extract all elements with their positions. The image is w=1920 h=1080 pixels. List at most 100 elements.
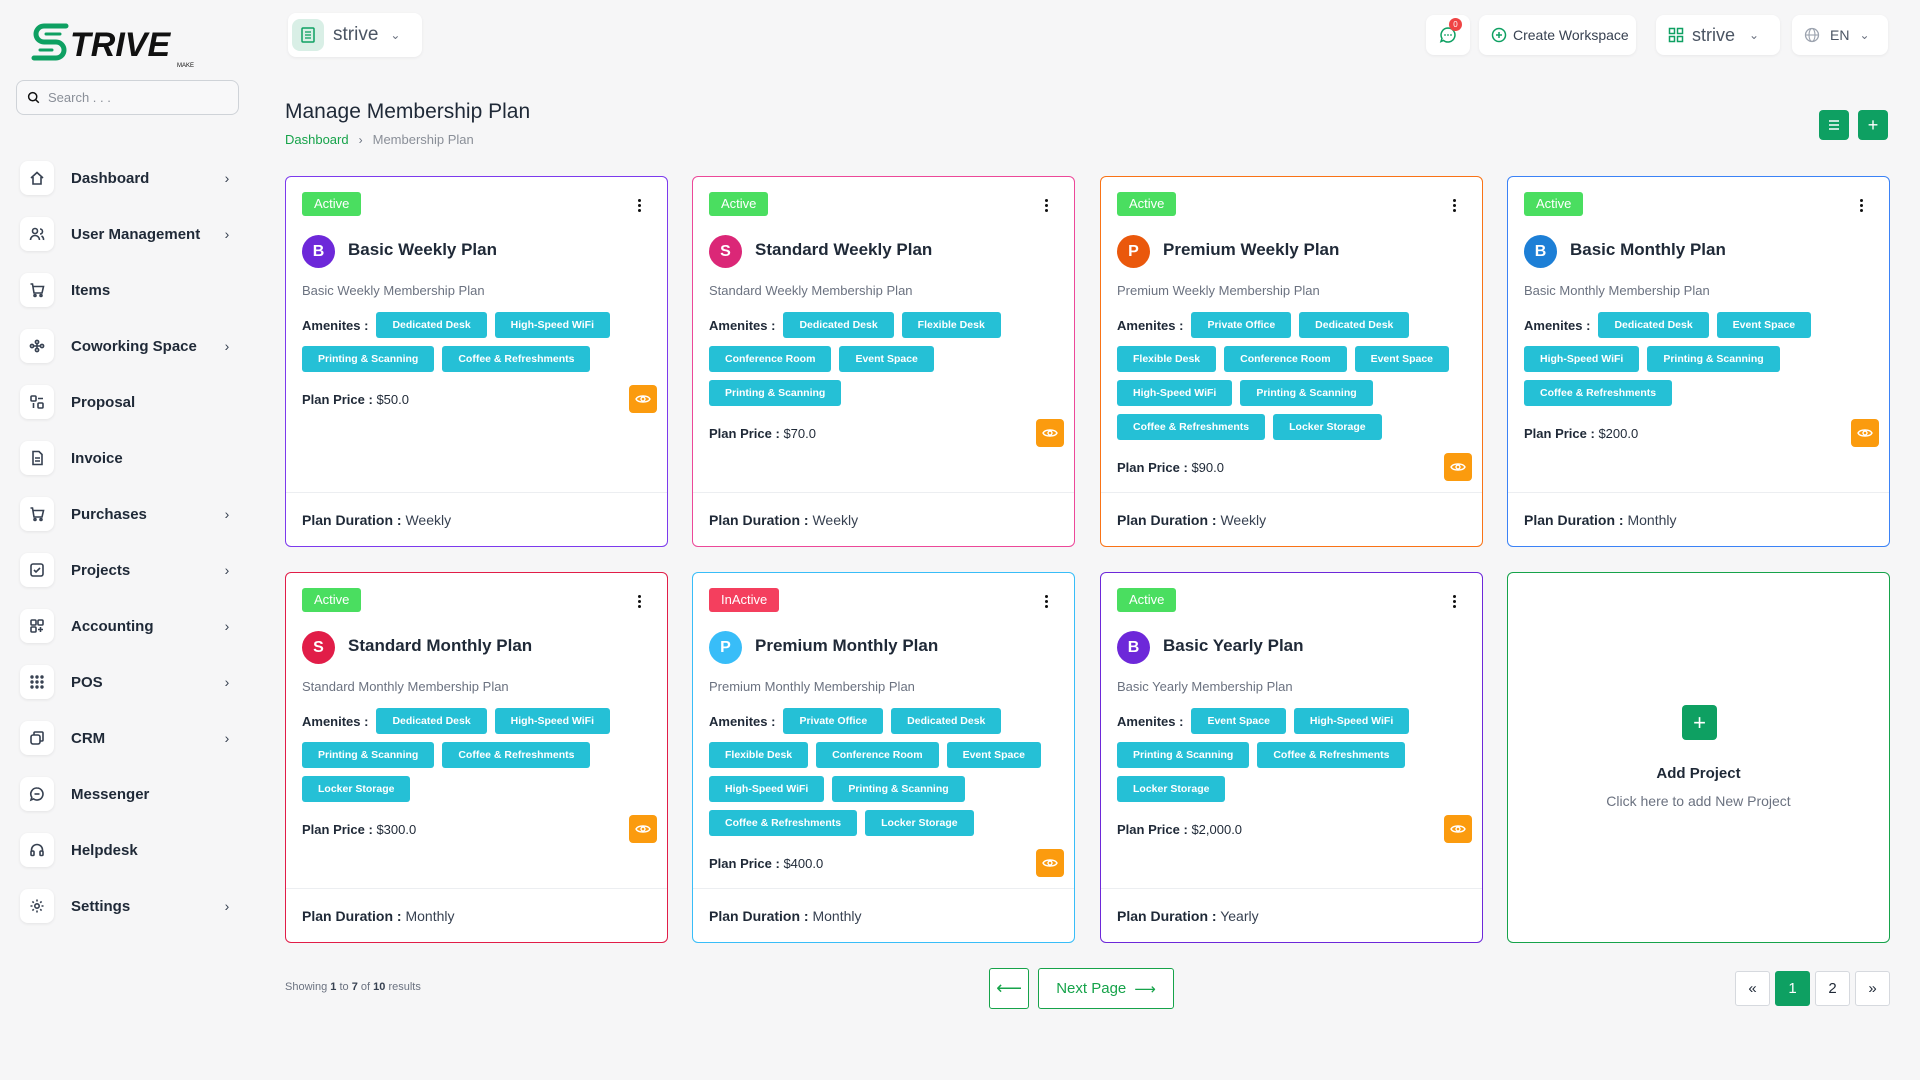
amenity-tag: Printing & Scanning bbox=[832, 776, 965, 802]
sidebar-item-items[interactable]: Items bbox=[20, 262, 235, 318]
plan-avatar: B bbox=[1524, 235, 1557, 268]
page-title: Manage Membership Plan bbox=[285, 100, 531, 123]
amenity-tag: Coffee & Refreshments bbox=[709, 810, 858, 836]
arrow-left-icon: ⟵ bbox=[996, 978, 1022, 998]
plan-price: $300.0 bbox=[376, 821, 417, 837]
sidebar-item-label: Dashboard bbox=[71, 169, 150, 187]
previous-page-button[interactable]: ⟵ bbox=[989, 968, 1029, 1009]
workspace-menu[interactable]: strive ⌄ bbox=[1656, 15, 1780, 55]
view-button[interactable] bbox=[1036, 849, 1064, 877]
status-badge: Active bbox=[1117, 192, 1177, 216]
view-button[interactable] bbox=[629, 385, 657, 413]
more-options-icon[interactable] bbox=[1034, 589, 1058, 613]
eye-icon bbox=[1857, 429, 1873, 437]
status-badge: Active bbox=[1117, 588, 1177, 612]
plan-duration-label: Plan Duration : bbox=[709, 512, 809, 528]
chat-icon bbox=[20, 777, 54, 811]
amenity-tag: Coffee & Refreshments bbox=[1257, 742, 1406, 768]
amenity-tag: Printing & Scanning bbox=[1240, 380, 1373, 406]
breadcrumb-dashboard-link[interactable]: Dashboard bbox=[285, 132, 349, 147]
amenity-tag: Dedicated Desk bbox=[783, 312, 894, 338]
workspace-menu-label: strive bbox=[1692, 24, 1736, 45]
first-page-button[interactable]: « bbox=[1735, 971, 1770, 1006]
amenities-label: Amenites : bbox=[1524, 317, 1591, 333]
strive-logo[interactable]: TRIVE MAKE bbox=[30, 18, 210, 74]
view-button[interactable] bbox=[1444, 815, 1472, 843]
amenity-tag: Coffee & Refreshments bbox=[1524, 380, 1673, 406]
plus-circle-icon bbox=[1491, 27, 1507, 43]
sidebar-item-label: Coworking Space bbox=[71, 337, 197, 355]
sidebar-item-user-management[interactable]: User Management› bbox=[20, 206, 235, 262]
sidebar-item-pos[interactable]: POS› bbox=[20, 654, 235, 710]
search-input[interactable]: Search . . . bbox=[16, 80, 239, 115]
add-project-card[interactable]: + Add Project Click here to add New Proj… bbox=[1507, 572, 1890, 943]
view-button[interactable] bbox=[1851, 419, 1879, 447]
last-page-button[interactable]: » bbox=[1855, 971, 1890, 1006]
list-view-button[interactable] bbox=[1819, 110, 1849, 140]
plan-price: $200.0 bbox=[1598, 425, 1639, 441]
search-icon bbox=[27, 91, 40, 104]
plan-duration: Plan Duration : Monthly bbox=[1524, 512, 1676, 528]
sidebar-item-accounting[interactable]: Accounting› bbox=[20, 598, 235, 654]
status-badge: Active bbox=[709, 192, 769, 216]
plus-icon: + bbox=[1867, 114, 1879, 135]
amenity-tag: Private Office bbox=[783, 708, 884, 734]
language-selector[interactable]: EN ⌄ bbox=[1792, 15, 1888, 55]
view-button[interactable] bbox=[1036, 419, 1064, 447]
sidebar-item-label: Proposal bbox=[71, 393, 136, 411]
chevron-right-icon: › bbox=[224, 170, 230, 186]
plan-price: $50.0 bbox=[376, 391, 409, 407]
add-project-title: Add Project bbox=[1656, 765, 1741, 782]
view-button[interactable] bbox=[1444, 453, 1472, 481]
sidebar-item-invoice[interactable]: Invoice bbox=[20, 430, 235, 486]
page-2-button[interactable]: 2 bbox=[1815, 971, 1850, 1006]
more-options-icon[interactable] bbox=[1442, 589, 1466, 613]
cart-icon bbox=[20, 273, 54, 307]
sidebar-item-messenger[interactable]: Messenger bbox=[20, 766, 235, 822]
plan-duration-label: Plan Duration : bbox=[1117, 908, 1217, 924]
plan-duration: Plan Duration : Weekly bbox=[1117, 512, 1266, 528]
plan-title: Basic Weekly Plan bbox=[348, 240, 497, 259]
sidebar-item-label: POS bbox=[71, 673, 103, 691]
more-options-icon[interactable] bbox=[1034, 193, 1058, 217]
sidebar-item-crm[interactable]: CRM› bbox=[20, 710, 235, 766]
plan-duration-value: Weekly bbox=[405, 512, 452, 528]
list-icon bbox=[1829, 120, 1839, 130]
chevron-down-icon: ⌄ bbox=[390, 28, 401, 42]
create-workspace-button[interactable]: Create Workspace bbox=[1479, 15, 1636, 55]
amenity-tag: Event Space bbox=[839, 346, 934, 372]
eye-icon bbox=[635, 825, 651, 833]
messages-button[interactable]: 0 bbox=[1426, 15, 1470, 55]
more-options-icon[interactable] bbox=[627, 193, 651, 217]
plan-title: Premium Monthly Plan bbox=[755, 636, 939, 655]
view-button[interactable] bbox=[629, 815, 657, 843]
amenities-label: Amenites : bbox=[1117, 713, 1184, 729]
sidebar-item-helpdesk[interactable]: Helpdesk bbox=[20, 822, 235, 878]
sidebar-item-proposal[interactable]: Proposal bbox=[20, 374, 235, 430]
sidebar-item-settings[interactable]: Settings› bbox=[20, 878, 235, 934]
sidebar-item-label: Helpdesk bbox=[71, 841, 138, 859]
page-1-button[interactable]: 1 bbox=[1775, 971, 1810, 1006]
next-page-button[interactable]: Next Page ⟶ bbox=[1038, 968, 1174, 1009]
more-options-icon[interactable] bbox=[1849, 193, 1873, 217]
add-plan-button[interactable]: + bbox=[1858, 110, 1888, 140]
more-options-icon[interactable] bbox=[1442, 193, 1466, 217]
sidebar-item-projects[interactable]: Projects› bbox=[20, 542, 235, 598]
grid-icon bbox=[20, 609, 54, 643]
amenity-tag: Coffee & Refreshments bbox=[442, 742, 591, 768]
sidebar-item-purchases[interactable]: Purchases› bbox=[20, 486, 235, 542]
plan-title: Basic Yearly Plan bbox=[1163, 636, 1304, 655]
more-options-icon[interactable] bbox=[627, 589, 651, 613]
sidebar-item-dashboard[interactable]: Dashboard › bbox=[20, 150, 235, 206]
svg-text:TRIVE: TRIVE bbox=[70, 26, 171, 64]
workspace-switcher[interactable]: strive ⌄ bbox=[288, 13, 422, 57]
sidebar-item-coworking-space[interactable]: Coworking Space› bbox=[20, 318, 235, 374]
